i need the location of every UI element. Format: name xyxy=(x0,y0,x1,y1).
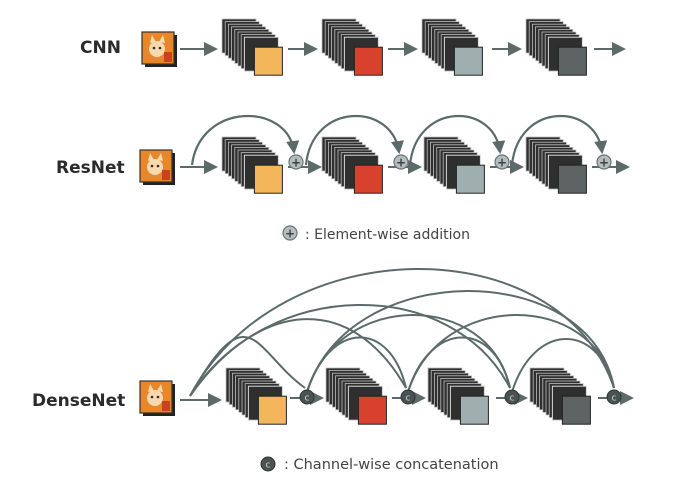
resnet-addition-node-4: + xyxy=(596,154,612,170)
densenet-label: DenseNet xyxy=(32,391,125,411)
densenet-block-2 xyxy=(325,367,387,425)
densenet-concat-node-1: c xyxy=(299,389,315,405)
densenet-row: DenseNet c c c c xyxy=(32,268,634,425)
block-color-swatch xyxy=(561,395,591,425)
block-color-swatch xyxy=(257,395,287,425)
block-color-swatch xyxy=(557,46,587,76)
block-color-swatch xyxy=(455,164,485,194)
densenet-input-image xyxy=(139,380,175,416)
densenet-concat-node-3: c xyxy=(504,389,520,405)
resnet-addition-node-2: + xyxy=(393,154,409,170)
resnet-block-2 xyxy=(321,136,383,194)
plus-symbol: + xyxy=(497,156,507,170)
resnet-skip-arc-1 xyxy=(190,114,300,166)
densenet-arc-3-4 xyxy=(511,338,615,393)
cnn-label: CNN xyxy=(80,38,121,58)
plus-symbol: + xyxy=(396,156,406,170)
addition-legend-icon: + xyxy=(282,225,298,241)
cnn-block-4 xyxy=(525,18,587,76)
resnet-block-1 xyxy=(221,136,283,194)
cnn-block-3 xyxy=(421,18,483,76)
plus-symbol: + xyxy=(285,227,295,241)
block-color-swatch xyxy=(557,164,587,194)
block-color-swatch xyxy=(253,164,283,194)
densenet-block-4 xyxy=(529,367,591,425)
densenet-arc-1-4 xyxy=(306,290,615,393)
concat-legend: c : Channel-wise concatenation xyxy=(260,456,499,473)
densenet-concat-node-2: c xyxy=(400,389,416,405)
c-symbol: c xyxy=(510,394,515,404)
plus-symbol: + xyxy=(291,156,301,170)
resnet-label: ResNet xyxy=(56,158,125,178)
c-symbol: c xyxy=(406,394,411,404)
c-symbol: c xyxy=(266,461,271,471)
block-color-swatch xyxy=(253,46,283,76)
resnet-block-4 xyxy=(525,136,587,194)
densenet-arc-2-4 xyxy=(407,314,615,393)
block-color-swatch xyxy=(453,46,483,76)
plus-symbol: + xyxy=(599,156,609,170)
resnet-input-image xyxy=(139,149,175,185)
resnet-skip-arc-4 xyxy=(510,115,608,166)
block-color-swatch xyxy=(357,395,387,425)
block-color-swatch xyxy=(459,395,489,425)
cnn-block-1 xyxy=(221,18,283,76)
resnet-block-3 xyxy=(423,136,485,194)
concat-legend-text: : Channel-wise concatenation xyxy=(284,457,499,473)
cnn-block-2 xyxy=(321,18,383,76)
block-color-swatch xyxy=(353,164,383,194)
c-symbol: c xyxy=(305,394,310,404)
resnet-row: ResNet + + + + xyxy=(56,114,630,194)
densenet-concat-node-4: c xyxy=(606,389,622,405)
resnet-skip-arc-3 xyxy=(408,115,506,166)
c-symbol: c xyxy=(612,394,617,404)
resnet-addition-node-1: + xyxy=(288,154,304,170)
cnn-row: CNN xyxy=(80,18,626,76)
addition-legend-text: : Element-wise addition xyxy=(305,227,470,243)
cnn-input-image xyxy=(141,31,177,67)
densenet-block-1 xyxy=(225,367,287,425)
densenet-block-3 xyxy=(427,367,489,425)
densenet-arc-0-4 xyxy=(189,268,615,397)
concat-legend-icon: c xyxy=(260,456,276,472)
addition-legend: + : Element-wise addition xyxy=(282,225,470,243)
resnet-addition-node-3: + xyxy=(494,154,510,170)
densenet-arc-0-3 xyxy=(189,304,511,397)
block-color-swatch xyxy=(353,46,383,76)
resnet-skip-arc-2 xyxy=(304,115,404,166)
